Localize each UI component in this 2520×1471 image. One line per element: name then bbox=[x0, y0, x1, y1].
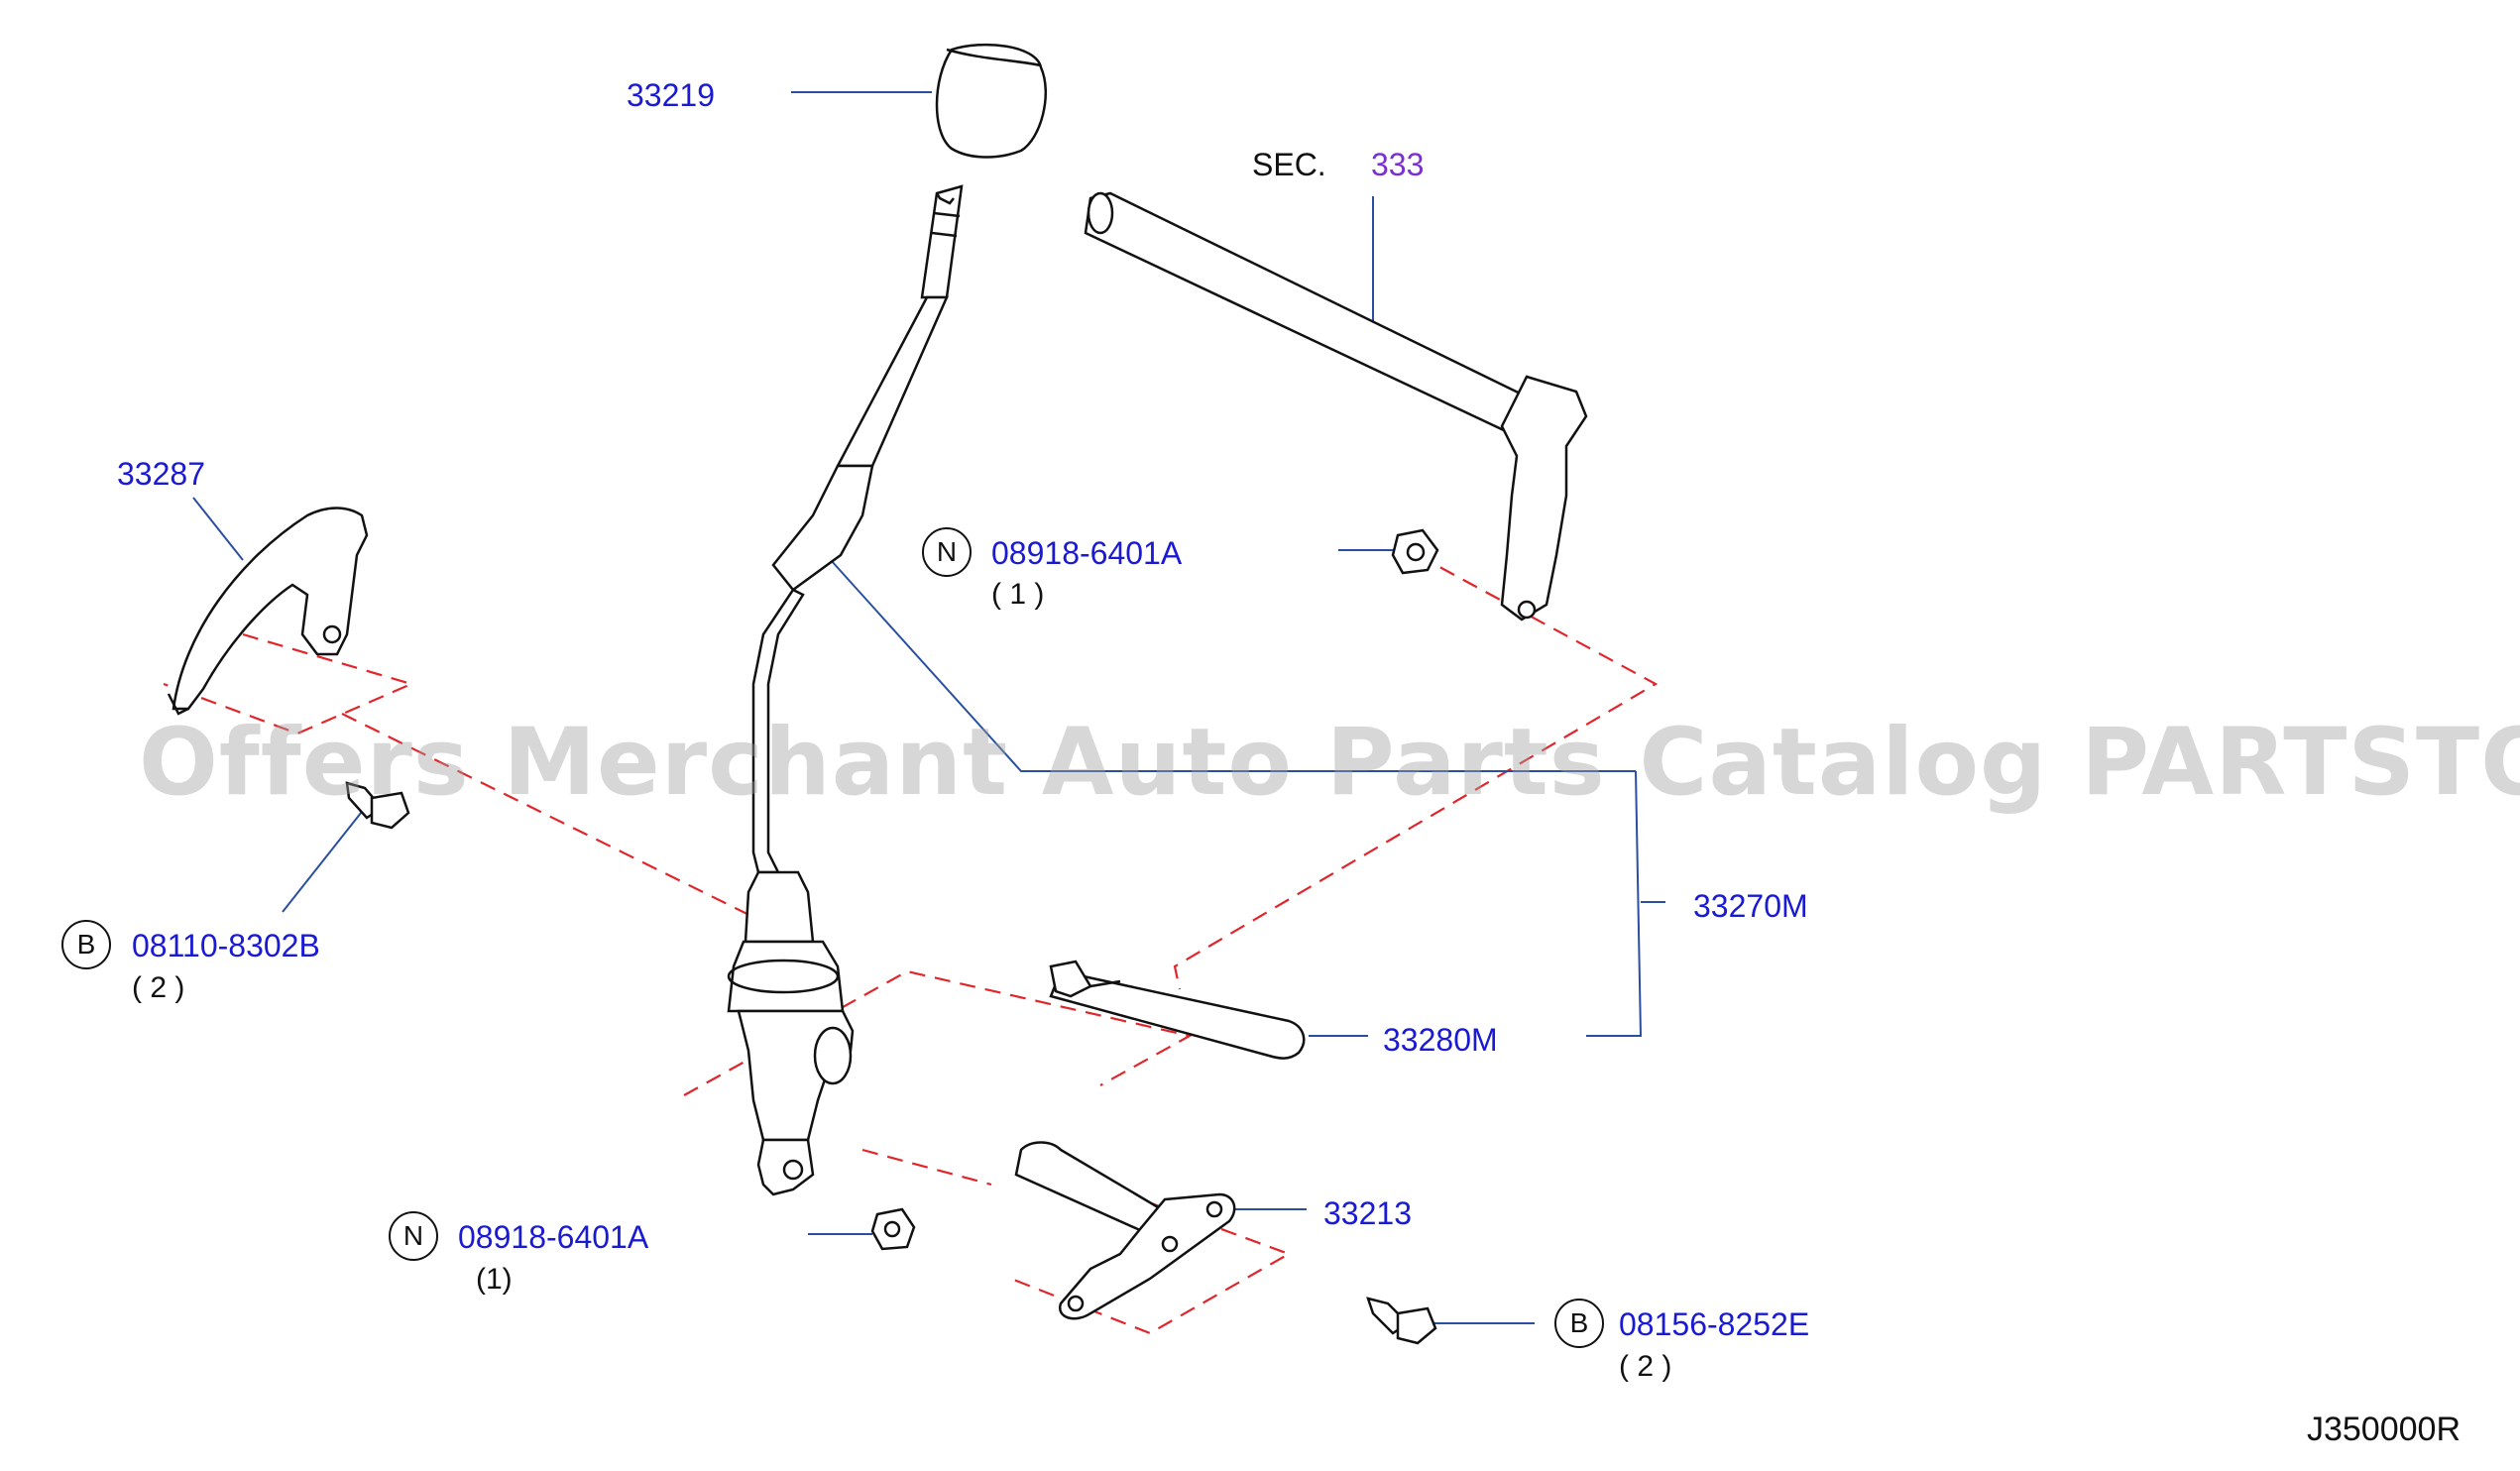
sec-number-link[interactable]: 333 bbox=[1371, 147, 1425, 182]
bracket-icon bbox=[1014, 1141, 1236, 1320]
part-number-lever[interactable]: 33287 bbox=[117, 456, 205, 492]
nut-icon bbox=[1391, 528, 1439, 575]
bolt-badge: B bbox=[61, 920, 111, 969]
watermark-text: Offers Merchant Auto Parts Catalog PARTS… bbox=[139, 709, 2520, 817]
leader-lines bbox=[192, 91, 1665, 1324]
part-number-link-rod[interactable]: 33280M bbox=[1383, 1022, 1498, 1058]
lever-bracket-icon bbox=[167, 507, 369, 716]
part-number-nut-1[interactable]: 08918-6401A bbox=[991, 535, 1183, 571]
part-number-shift-rod[interactable]: 33270M bbox=[1693, 888, 1808, 924]
bolt-icon bbox=[1366, 1297, 1437, 1345]
part-number-nut-2[interactable]: 08918-6401A bbox=[458, 1219, 649, 1255]
part-number-bolt-2[interactable]: 08156-8252E bbox=[1619, 1306, 1810, 1342]
shift-knob-icon bbox=[935, 43, 1048, 159]
nut-1-quantity: ( 1 ) bbox=[991, 578, 1045, 611]
nut-badge: N bbox=[922, 527, 972, 577]
bolt-badge: B bbox=[1554, 1299, 1604, 1348]
nut-badge: N bbox=[389, 1211, 438, 1261]
part-number-bracket[interactable]: 33213 bbox=[1323, 1195, 1412, 1231]
bolt-1-quantity: ( 2 ) bbox=[132, 971, 185, 1004]
nut-2-quantity: (1) bbox=[476, 1263, 513, 1296]
sec-label: SEC. bbox=[1252, 147, 1326, 182]
nut-icon bbox=[870, 1207, 916, 1251]
assembly-dashed-lines bbox=[163, 554, 1659, 1335]
bolt-2-quantity: ( 2 ) bbox=[1619, 1350, 1672, 1383]
bolt-icon bbox=[345, 781, 410, 830]
diagram-code: J350000R bbox=[2306, 1411, 2461, 1448]
part-number-bolt-1[interactable]: 08110-8302B bbox=[132, 928, 320, 963]
shift-rod-icon bbox=[1084, 191, 1588, 622]
shift-lever-icon bbox=[727, 184, 964, 1196]
link-rod-icon bbox=[1049, 960, 1306, 1060]
part-number-knob[interactable]: 33219 bbox=[627, 77, 715, 113]
